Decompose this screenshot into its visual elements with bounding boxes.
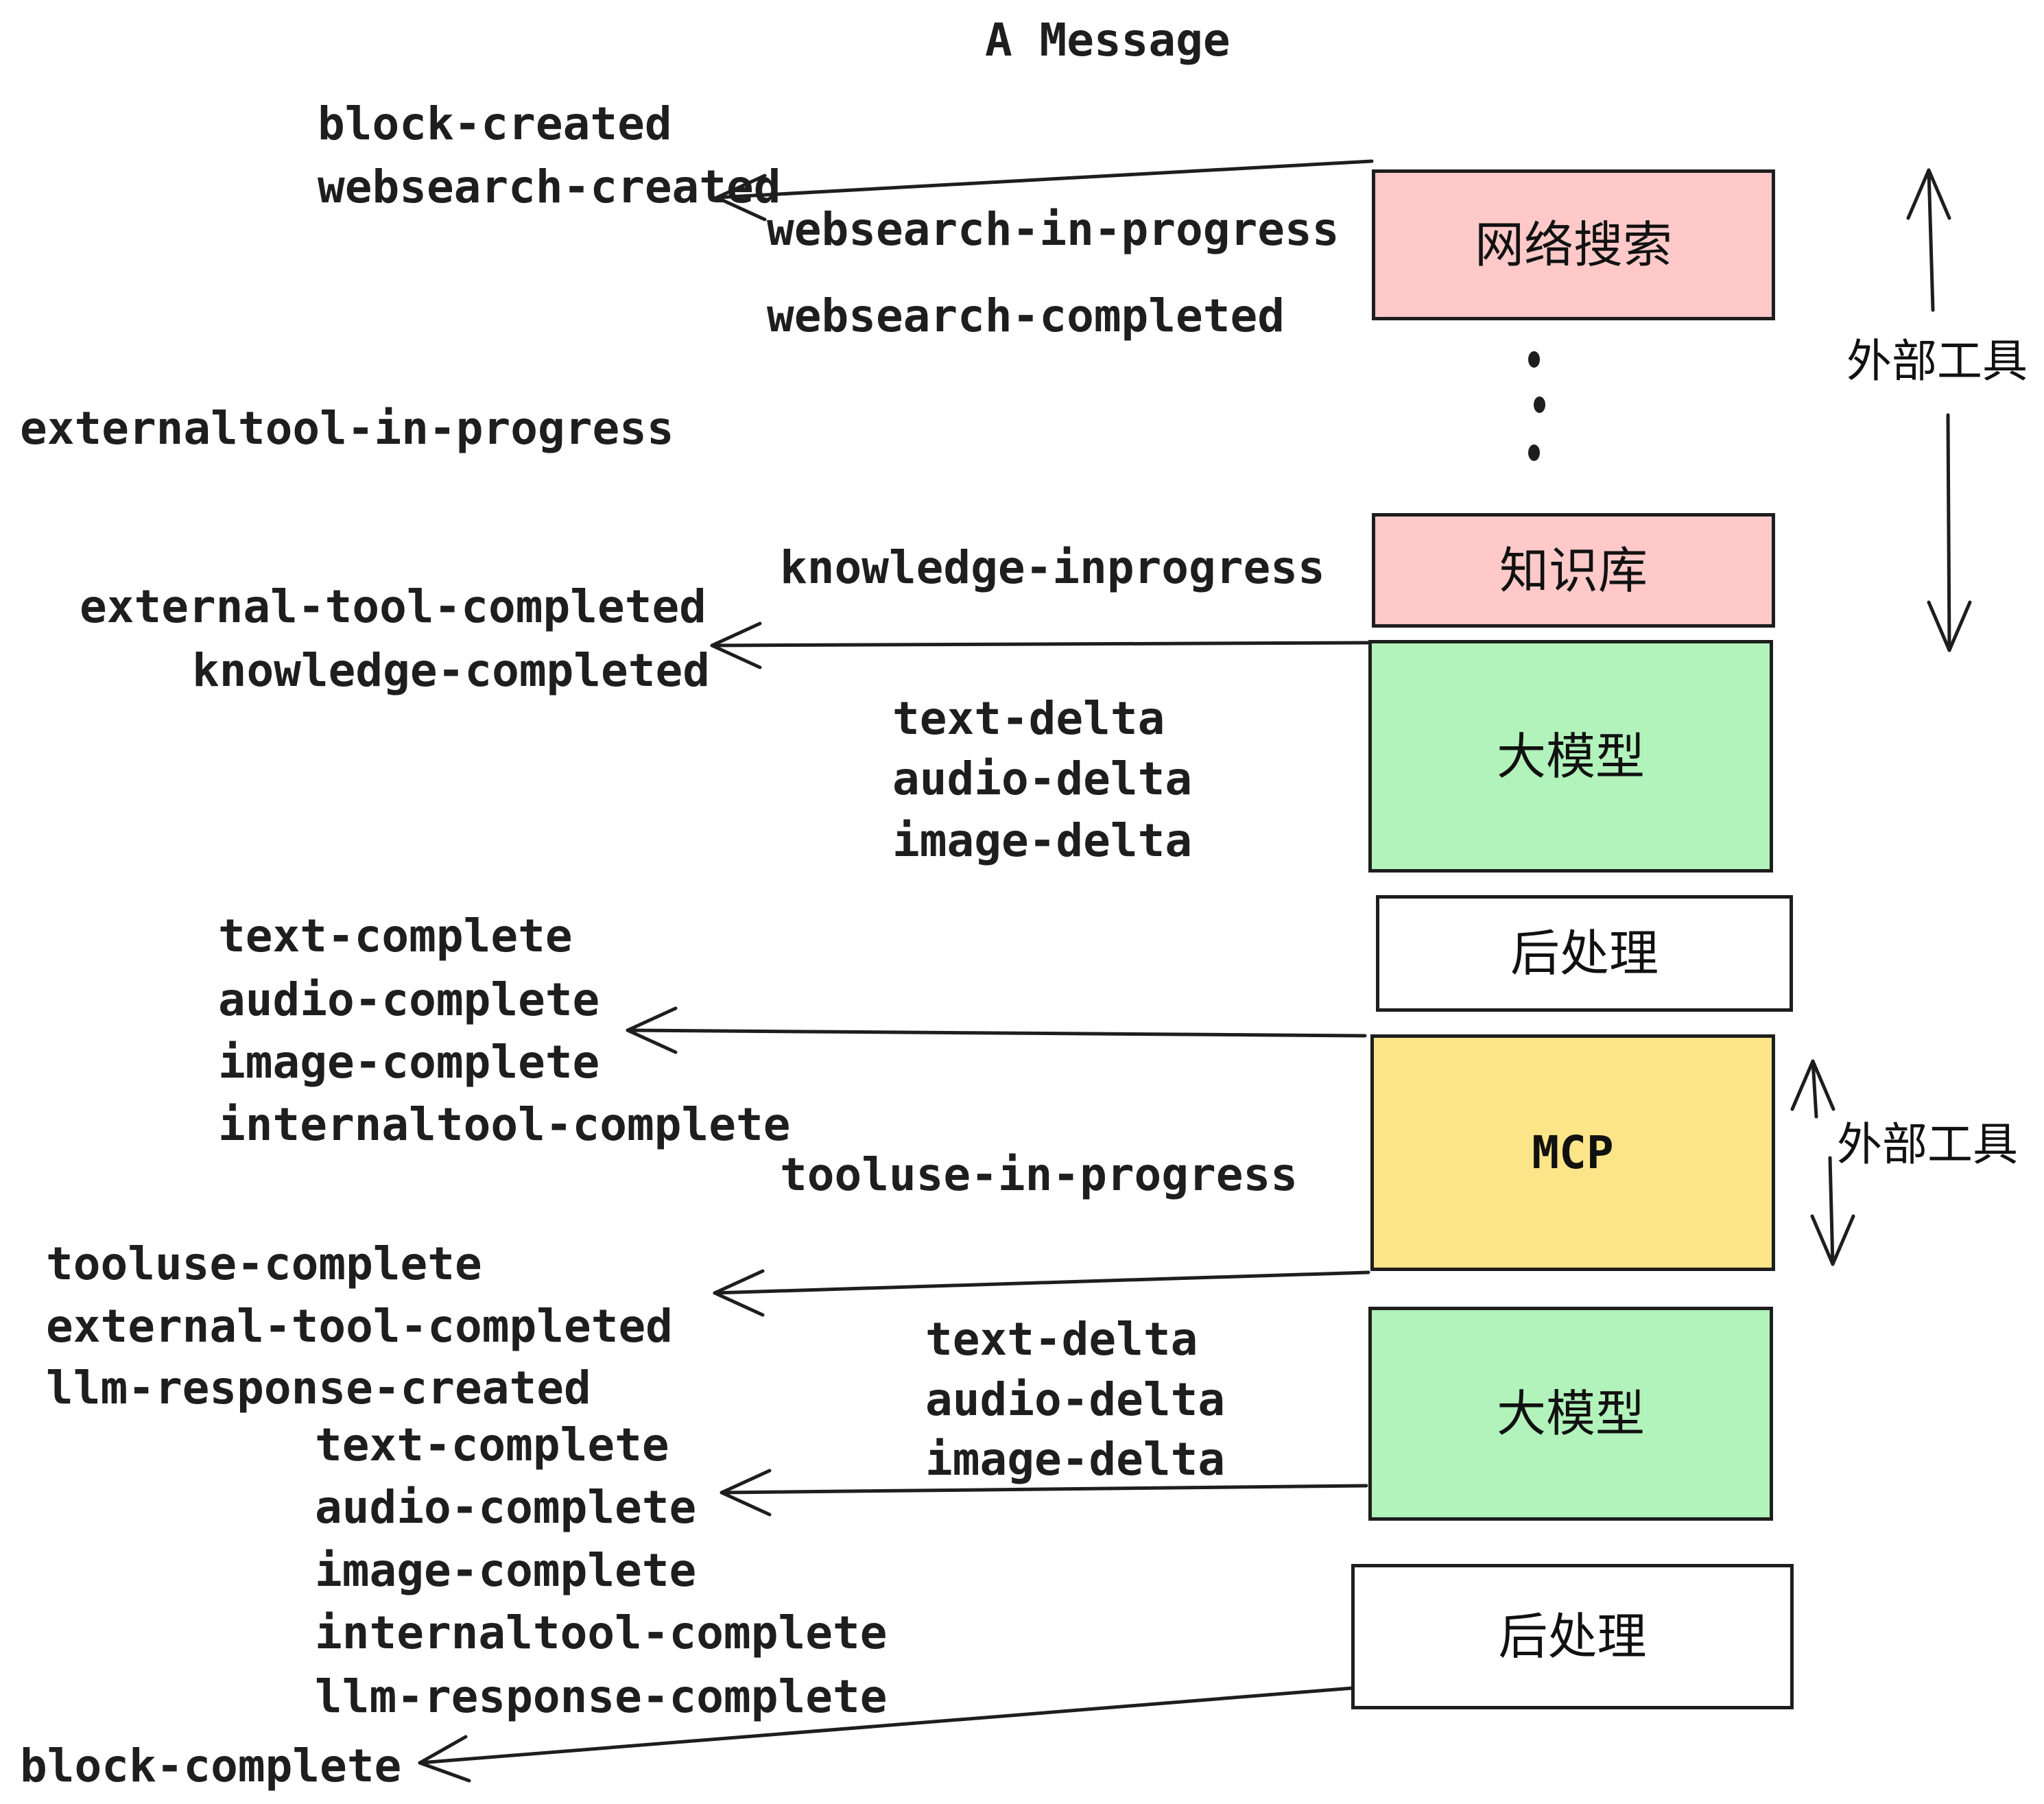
arrow-external-tools-2-down — [1810, 1156, 1855, 1266]
arrow-external-tools-1-up — [1906, 168, 1951, 312]
event-external-tool-completed: external-tool-completed — [80, 580, 706, 633]
page-title: A Message — [985, 14, 1231, 67]
event-externaltool-in-progress: externaltool-in-progress — [20, 402, 674, 455]
event-image-delta: image-delta — [892, 814, 1193, 867]
event-websearch-created: websearch-created — [318, 161, 781, 213]
box-knowledge-label: 知识库 — [1499, 541, 1648, 600]
event-knowledge-completed: knowledge-completed — [192, 644, 710, 697]
box-llm-1-label: 大模型 — [1496, 727, 1645, 785]
box-websearch: 网络搜索 — [1372, 169, 1775, 320]
arrow-image-complete — [626, 1006, 1367, 1054]
event-block-created: block-created — [318, 97, 672, 150]
box-llm-2: 大模型 — [1368, 1307, 1773, 1521]
box-websearch-label: 网络搜索 — [1474, 216, 1672, 274]
arrow-external-tool-completed — [713, 1269, 1370, 1317]
event-internaltool-complete: internaltool-complete — [218, 1098, 791, 1151]
box-knowledge: 知识库 — [1372, 513, 1775, 628]
event-llm-response-created: llm-response-created — [46, 1362, 591, 1414]
event-text-complete-2: text-complete — [315, 1419, 669, 1471]
box-postprocess-1: 后处理 — [1376, 895, 1793, 1012]
event-audio-complete-2: audio-complete — [315, 1481, 697, 1534]
event-internaltool-complete-2: internaltool-complete — [315, 1606, 888, 1659]
arrow-external-tools-1-down — [1927, 413, 1972, 652]
box-mcp: MCP — [1370, 1034, 1775, 1271]
event-text-delta-2: text-delta — [925, 1313, 1198, 1366]
side-label-external-tools-2: 外部工具 — [1837, 1118, 2018, 1171]
box-postprocess-2: 后处理 — [1351, 1564, 1794, 1709]
ellipsis-dot — [1528, 351, 1540, 368]
event-block-complete: block-complete — [20, 1740, 402, 1792]
ellipsis-dot — [1534, 396, 1545, 413]
arrow-external-tools-2-up — [1790, 1059, 1835, 1119]
event-image-complete: image-complete — [218, 1036, 600, 1089]
event-audio-delta-2: audio-delta — [925, 1373, 1226, 1426]
event-external-tool-completed-2: external-tool-completed — [46, 1300, 673, 1353]
box-llm-1: 大模型 — [1368, 640, 1773, 873]
event-tooluse-complete: tooluse-complete — [46, 1237, 482, 1290]
event-websearch-in-progress: websearch-in-progress — [767, 203, 1340, 256]
event-knowledge-inprogress: knowledge-inprogress — [780, 541, 1325, 594]
box-postprocess-1-label: 后处理 — [1510, 925, 1659, 982]
event-text-delta: text-delta — [892, 692, 1165, 745]
box-llm-2-label: 大模型 — [1496, 1385, 1645, 1443]
event-websearch-completed: websearch-completed — [767, 289, 1285, 342]
event-llm-response-complete: llm-response-complete — [315, 1670, 888, 1723]
box-mcp-label: MCP — [1532, 1126, 1614, 1179]
event-tooluse-in-progress: tooluse-in-progress — [780, 1148, 1298, 1201]
event-image-delta-2: image-delta — [925, 1433, 1226, 1486]
ellipsis-dot — [1528, 444, 1540, 461]
side-label-external-tools-1: 外部工具 — [1846, 335, 2028, 388]
event-audio-complete: audio-complete — [218, 973, 600, 1026]
box-postprocess-2-label: 后处理 — [1498, 1608, 1647, 1665]
event-text-complete: text-complete — [218, 910, 573, 962]
arrow-knowledge-completed — [710, 621, 1370, 669]
event-image-complete-2: image-complete — [315, 1544, 697, 1597]
event-audio-delta: audio-delta — [892, 752, 1193, 805]
